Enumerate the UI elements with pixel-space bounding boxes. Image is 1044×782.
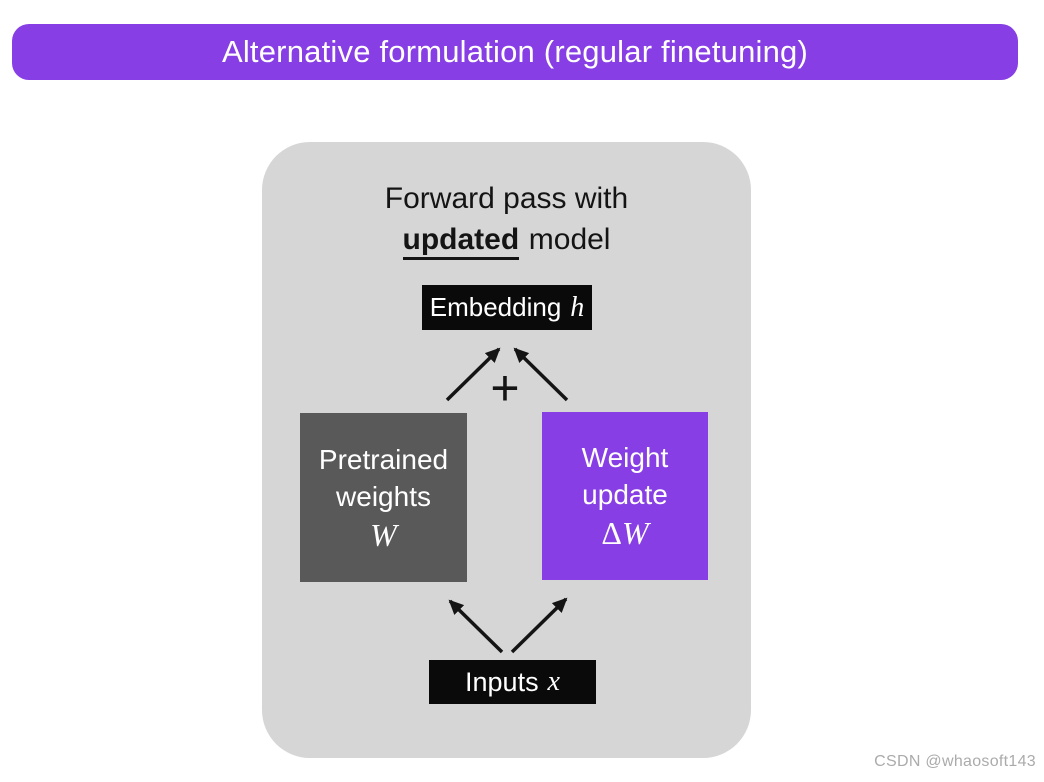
title-banner: Alternative formulation (regular finetun…	[12, 24, 1018, 80]
weight-update-symbol: ΔW	[601, 513, 648, 553]
watermark: CSDN @whaosoft143	[874, 753, 1036, 770]
pretrained-line1: Pretrained	[318, 443, 449, 475]
pretrained-weights-node: Pretrained weights W	[300, 413, 467, 582]
plus-sign: +	[490, 360, 520, 416]
weight-update-line2: update	[582, 479, 668, 510]
embedding-symbol: h	[570, 291, 585, 323]
inputs-node: Inputs x	[429, 660, 596, 704]
w-symbol: W	[621, 515, 649, 551]
embedding-label: Embedding	[429, 292, 562, 322]
weight-update-line1: Weight	[581, 442, 669, 473]
panel-heading-emphasis: updated	[402, 223, 520, 260]
inputs-label: Inputs	[465, 666, 539, 697]
pretrained-symbol: W	[370, 516, 397, 553]
embedding-node: Embedding h	[422, 285, 592, 330]
panel-heading-line1: Forward pass with	[384, 182, 629, 215]
panel-heading-rest: model	[528, 223, 611, 256]
pretrained-line2: weights	[336, 480, 431, 512]
delta-symbol: Δ	[601, 515, 622, 551]
title-banner-label: Alternative formulation (regular finetun…	[221, 34, 809, 69]
inputs-symbol: x	[547, 666, 560, 697]
weight-update-node: Weight update ΔW	[542, 412, 708, 580]
